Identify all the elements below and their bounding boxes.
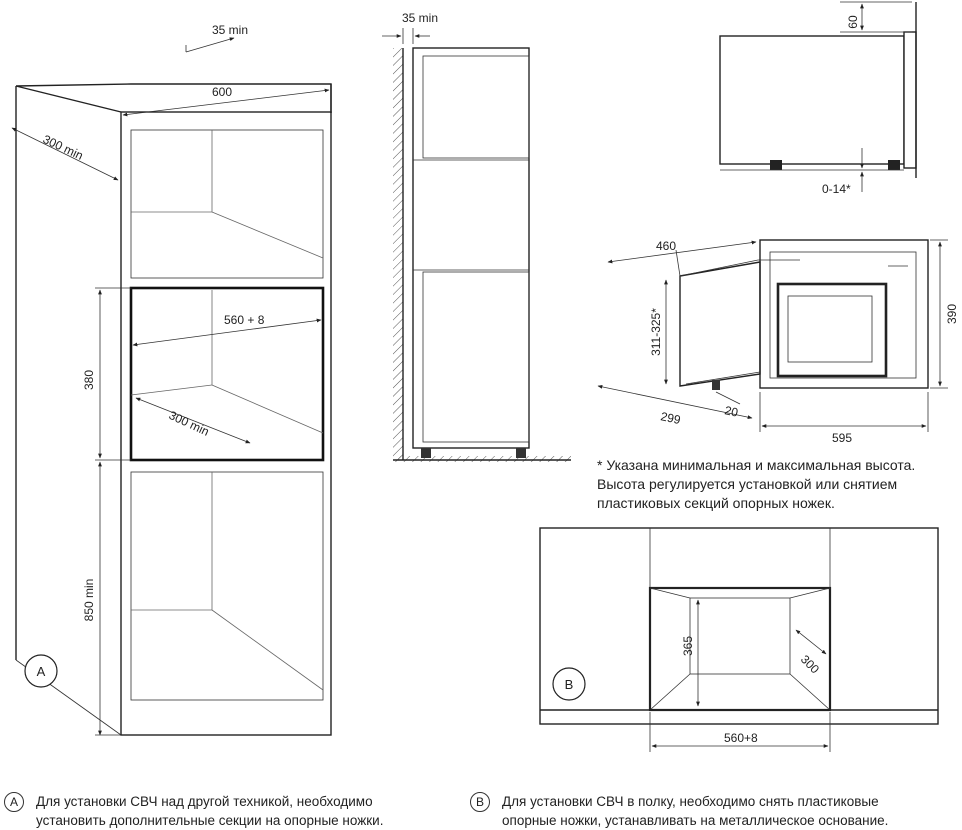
side-dim-gap: 35 min [402, 11, 438, 25]
diagram-b-shelf: 365 300 560+8 B [539, 527, 939, 752]
a-dim-depth: 300 min [41, 132, 86, 163]
mw-iso-dim-height: 390 [945, 304, 959, 324]
note-line-1: * Указана минимальная и максимальная выс… [597, 457, 916, 473]
b-dim-height: 365 [681, 636, 695, 656]
microwave-side-view: 60 0-14* [719, 1, 917, 196]
a-badge-label: A [37, 664, 46, 679]
mw-side-dim-top: 60 [846, 15, 860, 29]
mw-iso-dim-depth: 460 [656, 239, 676, 253]
caption-b-text: Для установки СВЧ в полку, необходимо сн… [502, 792, 888, 830]
a-dim-niche-height: 380 [82, 370, 96, 390]
mw-side-dim-feet: 0-14* [822, 182, 851, 196]
mw-iso-dim-body-height: 311-325* [649, 308, 663, 356]
mw-iso-dim-width: 595 [832, 431, 852, 445]
mw-iso-dim-feet-offset: 20 [723, 403, 739, 420]
a-dim-niche-width: 560 + 8 [224, 313, 265, 327]
mw-iso-dim-side: 299 [659, 409, 682, 427]
caption-b-line1: Для установки СВЧ в полку, необходимо сн… [502, 794, 879, 809]
a-dim-niche-depth: 300 min [167, 408, 212, 439]
caption-a-badge: A [4, 792, 24, 812]
a-badge-circle [24, 654, 58, 688]
caption-a-line1: Для установки СВЧ над другой техникой, н… [36, 794, 373, 809]
b-badge-label: B [565, 677, 574, 692]
b-dim-width: 560+8 [724, 731, 758, 745]
caption-a-line2: установить дополнительные секции на опор… [36, 813, 384, 828]
a-dim-floor-height: 850 min [82, 579, 96, 622]
a-dim-width: 600 [212, 85, 232, 99]
diagram-a-cabinet: 35 min 600 300 min 560 + 8 380 300 min 8… [11, 23, 332, 736]
side-view-cabinet: 35 min [382, 11, 571, 462]
note-line-2: Высота регулируется установкой или сняти… [597, 476, 898, 492]
microwave-iso-view: 460 311-325* 390 299 20 595 [597, 239, 959, 445]
note-line-3: пластиковых секций опорных ножек. [597, 495, 835, 511]
b-badge-circle [552, 667, 586, 701]
a-dim-top-gap: 35 min [212, 23, 248, 37]
caption-b-line2: опорные ножки, устанавливать на металлич… [502, 813, 889, 828]
caption-a-text: Для установки СВЧ над другой техникой, н… [36, 792, 383, 830]
caption-b-badge: B [470, 792, 490, 812]
